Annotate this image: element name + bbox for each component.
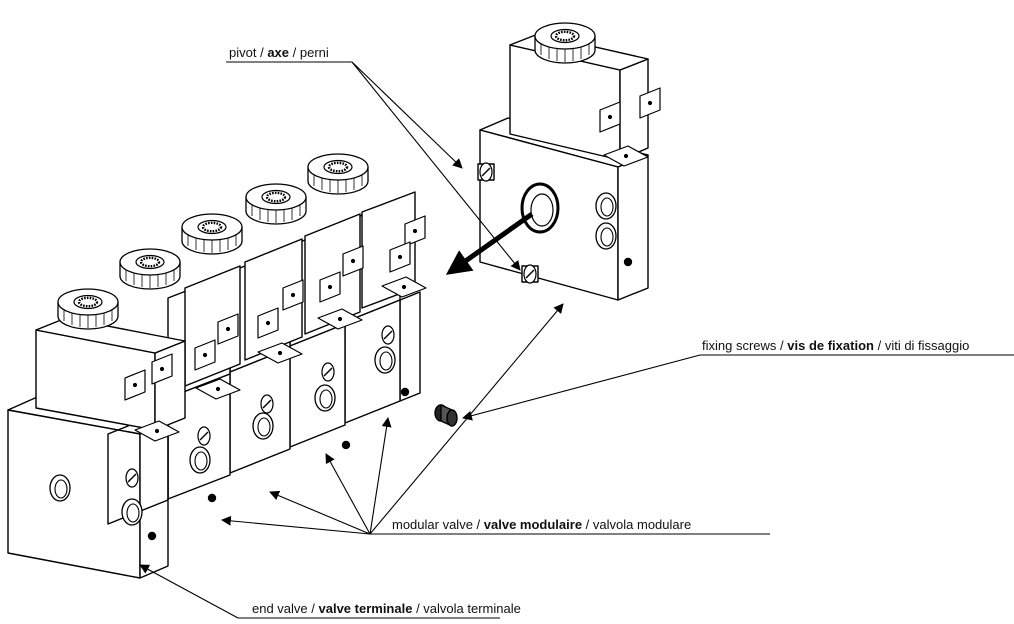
label-end-en: end valve [252,601,308,616]
label-end-valve: end valve / valve terminale / valvola te… [252,601,521,616]
label-pivot-fr: axe [267,45,290,60]
fixing-screw [434,404,458,427]
label-end-fr: valve terminale [318,601,413,616]
label-fixing-en: fixing screws [702,338,777,353]
label-pivot-it: perni [299,45,329,60]
label-fixing-it: viti di fissaggio [884,338,970,353]
pivot-lower [521,264,539,284]
label-fixing-fr: vis de fixation [787,338,874,353]
label-modular-it: valvola modulare [592,517,692,532]
label-pivot-en: pivot [229,45,257,60]
label-pivot: pivot / axe / perni [229,45,329,60]
label-modular-en: modular valve [392,517,473,532]
label-modular-valve: modular valve / valve modulaire / valvol… [392,517,692,532]
pivot-upper [477,162,495,182]
label-modular-fr: valve modulaire [483,517,583,532]
label-end-it: valvola terminale [423,601,521,616]
label-fixing-screws: fixing screws / vis de fixation / viti d… [702,338,970,353]
